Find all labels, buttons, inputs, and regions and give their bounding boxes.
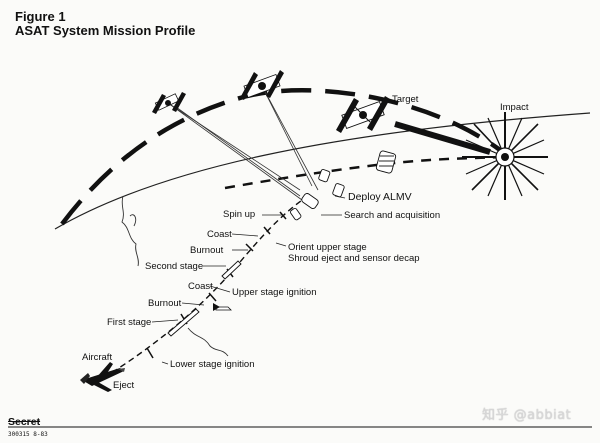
label-first-stage: First stage [107,317,152,328]
label-burnout-upper: Burnout [190,245,224,256]
target-final-approach [394,121,491,155]
label-search-acquisition: Search and acquisition [344,210,441,221]
classification-marking: Secret [8,416,41,428]
missile-icon [167,260,242,337]
almv-vehicle-icons [290,150,397,221]
label-upper-stage-ignition: Upper stage ignition [232,287,317,298]
missile-ascent-trajectory [94,197,306,384]
ejected-stage-icon [213,303,232,311]
lower-terrain [187,327,229,357]
aircraft-icon [80,362,125,392]
label-orient-upper-stage: Orient upper stage [288,242,367,253]
earth-horizon-line [54,112,591,230]
watermark: 知乎 @abbiat [482,408,572,423]
document-code: 300315 8-83 [8,431,48,438]
impact-starburst-icon [462,112,548,200]
label-spin-up: Spin up [223,209,256,220]
target-satellite-icon [336,96,390,133]
label-leader-lines [151,195,346,365]
figure-number: Figure 1 [15,9,66,24]
label-shroud-eject: Shroud eject and sensor decap [288,253,420,264]
label-target: Target [392,94,419,105]
label-aircraft: Aircraft [82,352,113,363]
sensor-sightlines [167,85,319,201]
label-coast-upper: Coast [207,229,232,240]
target-orbit-arc [60,88,502,226]
label-coast-lower: Coast [188,281,213,292]
label-second-stage: Second stage [145,261,204,272]
figure-title: ASAT System Mission Profile [15,23,196,38]
label-deploy-almv: Deploy ALMV [348,191,412,203]
label-impact: Impact [500,102,529,113]
satellite-left-icon [152,92,186,114]
coastline-terrain [121,195,139,267]
satellite-middle-icon [240,70,284,100]
label-burnout-lower: Burnout [148,298,182,309]
label-lower-stage-ignition: Lower stage ignition [170,359,255,370]
label-eject: Eject [113,380,135,391]
